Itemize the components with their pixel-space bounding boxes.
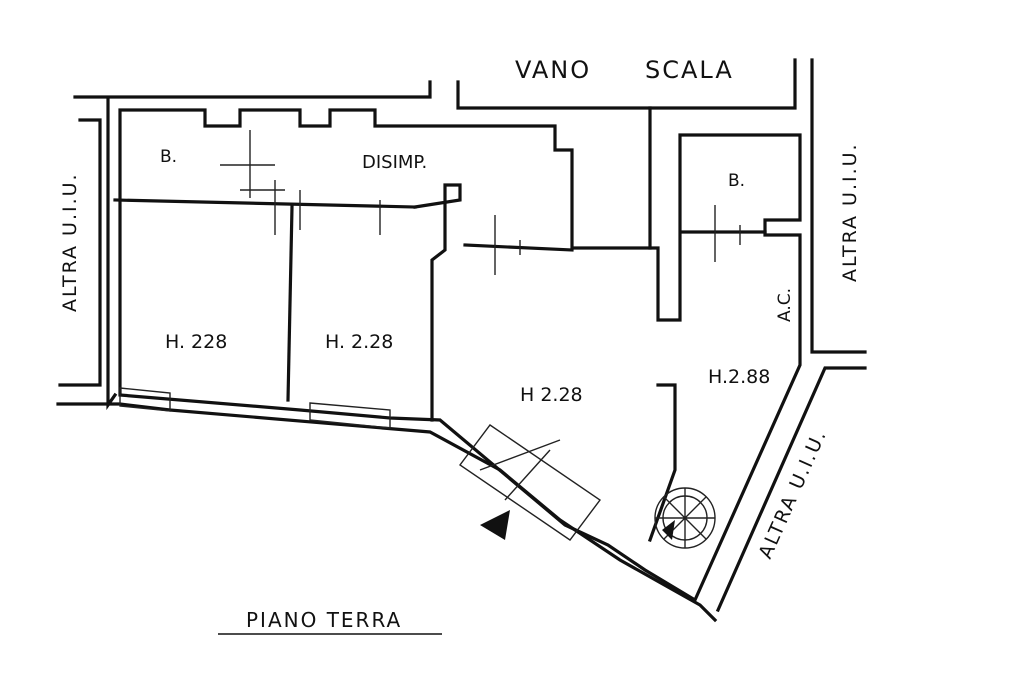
room-label-bath-left: B.	[160, 147, 177, 167]
right-neighbour-wall-lower	[715, 366, 867, 613]
stair-wall-mid	[456, 80, 652, 250]
room-height-3: H 2.28	[520, 384, 583, 406]
door-marker-1	[220, 130, 285, 198]
stair-wall-left	[73, 80, 432, 99]
stair-wall-right	[648, 58, 797, 110]
left-bottom-wall	[56, 402, 718, 623]
room-label-bath-right: B.	[728, 171, 745, 191]
entrance-arrow-icon	[480, 510, 510, 540]
spiral-stair-icon	[654, 487, 716, 549]
door-marker-3	[494, 205, 741, 275]
partition-rooms	[286, 205, 294, 402]
neighbour-label-right-top: ALTRA U.I.U.	[839, 142, 861, 282]
partition-stair-niche	[647, 383, 677, 543]
neighbour-label-left: ALTRA U.I.U.	[59, 172, 81, 312]
partition-hall-right	[413, 183, 462, 422]
right-neighbour-wall	[810, 58, 867, 354]
partition-bath-left	[113, 198, 417, 209]
stair-label-scala: SCALA	[645, 56, 734, 84]
window-2	[309, 402, 391, 429]
perimeter-wall	[118, 108, 802, 603]
left-neighbour-wall	[58, 118, 102, 387]
neighbour-label-right-bottom: ALTRA U.I.U.	[754, 426, 831, 562]
room-height-2: H. 2.28	[325, 331, 393, 353]
window-1	[119, 387, 171, 412]
room-label-hall: DISIMP.	[362, 152, 427, 173]
closet-label: A.C.	[775, 288, 795, 322]
entrance-door	[459, 424, 601, 541]
perimeter-wall-inner	[106, 96, 118, 411]
entrance-swing	[479, 439, 561, 501]
stair-label-vano: VANO	[515, 56, 591, 84]
partition-corridor	[463, 243, 574, 252]
floor-label: PIANO TERRA	[246, 608, 402, 632]
room-height-4: H.2.88	[708, 366, 770, 388]
door-marker-2	[274, 180, 381, 235]
room-height-1: H. 228	[165, 331, 227, 353]
